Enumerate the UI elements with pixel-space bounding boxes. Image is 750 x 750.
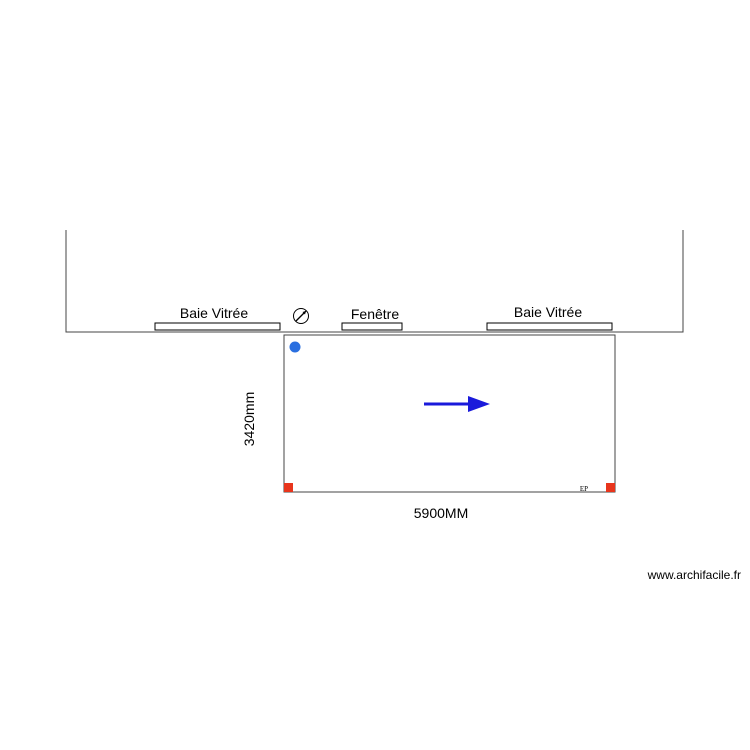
corner-label: EP bbox=[580, 485, 588, 493]
opening-baie-left bbox=[154, 322, 281, 331]
watermark: www.archifacile.fr bbox=[647, 568, 741, 582]
meter-icon bbox=[293, 308, 309, 324]
opening-fenetre bbox=[341, 322, 403, 331]
opening-label-baie-left: Baie Vitrée bbox=[180, 305, 248, 321]
dimension-width: 5900MM bbox=[414, 505, 468, 521]
opening-label-fenetre: Fenêtre bbox=[351, 306, 399, 322]
corner-marker-icon bbox=[606, 483, 615, 492]
dimension-height: 3420mm bbox=[241, 392, 257, 446]
opening-baie-right bbox=[486, 322, 613, 331]
direction-arrow-icon bbox=[424, 396, 490, 412]
room-outline bbox=[283, 334, 616, 493]
corner-marker-icon bbox=[284, 483, 293, 492]
point-marker-icon bbox=[289, 341, 301, 353]
outer-wall bbox=[65, 230, 684, 333]
opening-label-baie-right: Baie Vitrée bbox=[514, 304, 582, 320]
